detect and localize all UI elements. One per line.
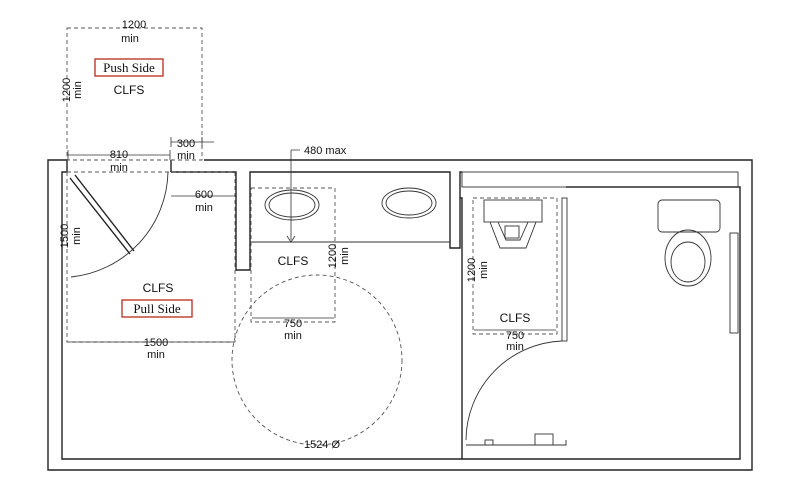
lavatory-width-dim: 750	[284, 318, 302, 330]
pull-side-width-unit: min	[147, 349, 165, 361]
push-side-tag-box	[94, 58, 164, 77]
shelf	[461, 171, 739, 188]
push-side-width-unit: min	[121, 33, 139, 45]
pull-side-width-dim: 1500	[144, 337, 168, 349]
pull-latch-dim: 600	[195, 189, 213, 201]
sink-right	[381, 187, 437, 219]
stall-width-dim: 750	[506, 330, 524, 342]
latch-side-unit: min	[177, 150, 195, 162]
sink-left	[264, 189, 320, 221]
vanity-counter	[250, 187, 450, 243]
lavatory-clfs	[250, 187, 336, 323]
lavatory-clfs: CLFS	[278, 254, 309, 268]
push-side-depth-dim: 1200	[61, 78, 73, 102]
push-side-width-dim: 1200	[122, 19, 146, 31]
pull-side-clfs: CLFS	[143, 281, 174, 295]
lavatory-height-dim: 480 max	[304, 145, 347, 157]
door-width-unit: min	[110, 162, 128, 174]
turning-diameter: 1524 Ø	[304, 439, 341, 451]
pull-latch-unit: min	[195, 202, 213, 214]
urinal-icon	[483, 199, 543, 249]
stall-clfs: CLFS	[500, 311, 531, 325]
push-side-tag: Push Side	[103, 60, 155, 75]
lavatory-width-unit: min	[284, 330, 302, 342]
stall-depth-unit: min	[478, 261, 490, 279]
pull-side-tag: Pull Side	[133, 301, 181, 316]
entry-door	[69, 171, 169, 278]
lavatory-depth-dim: 1200	[327, 244, 339, 268]
pull-side-tag-box	[121, 299, 193, 318]
stall-depth-dim: 1200	[466, 258, 478, 282]
stall-door	[465, 340, 563, 441]
turning-circle	[231, 274, 403, 446]
push-side-depth-unit: min	[72, 81, 84, 99]
push-side-clfs: CLFS	[114, 83, 145, 97]
dimension-lines	[67, 137, 556, 343]
latch-side-dim: 300	[177, 138, 195, 150]
door-width-dim: 810	[110, 149, 128, 161]
lavatory-depth-unit: min	[339, 247, 351, 265]
stall-clfs	[472, 197, 558, 335]
stall-partitions	[460, 197, 739, 459]
toilet-icon	[657, 199, 721, 287]
pull-side-depth-dim: 1500	[59, 224, 71, 248]
stall-width-unit: min	[506, 341, 524, 353]
pull-side-depth-unit: min	[71, 227, 83, 245]
